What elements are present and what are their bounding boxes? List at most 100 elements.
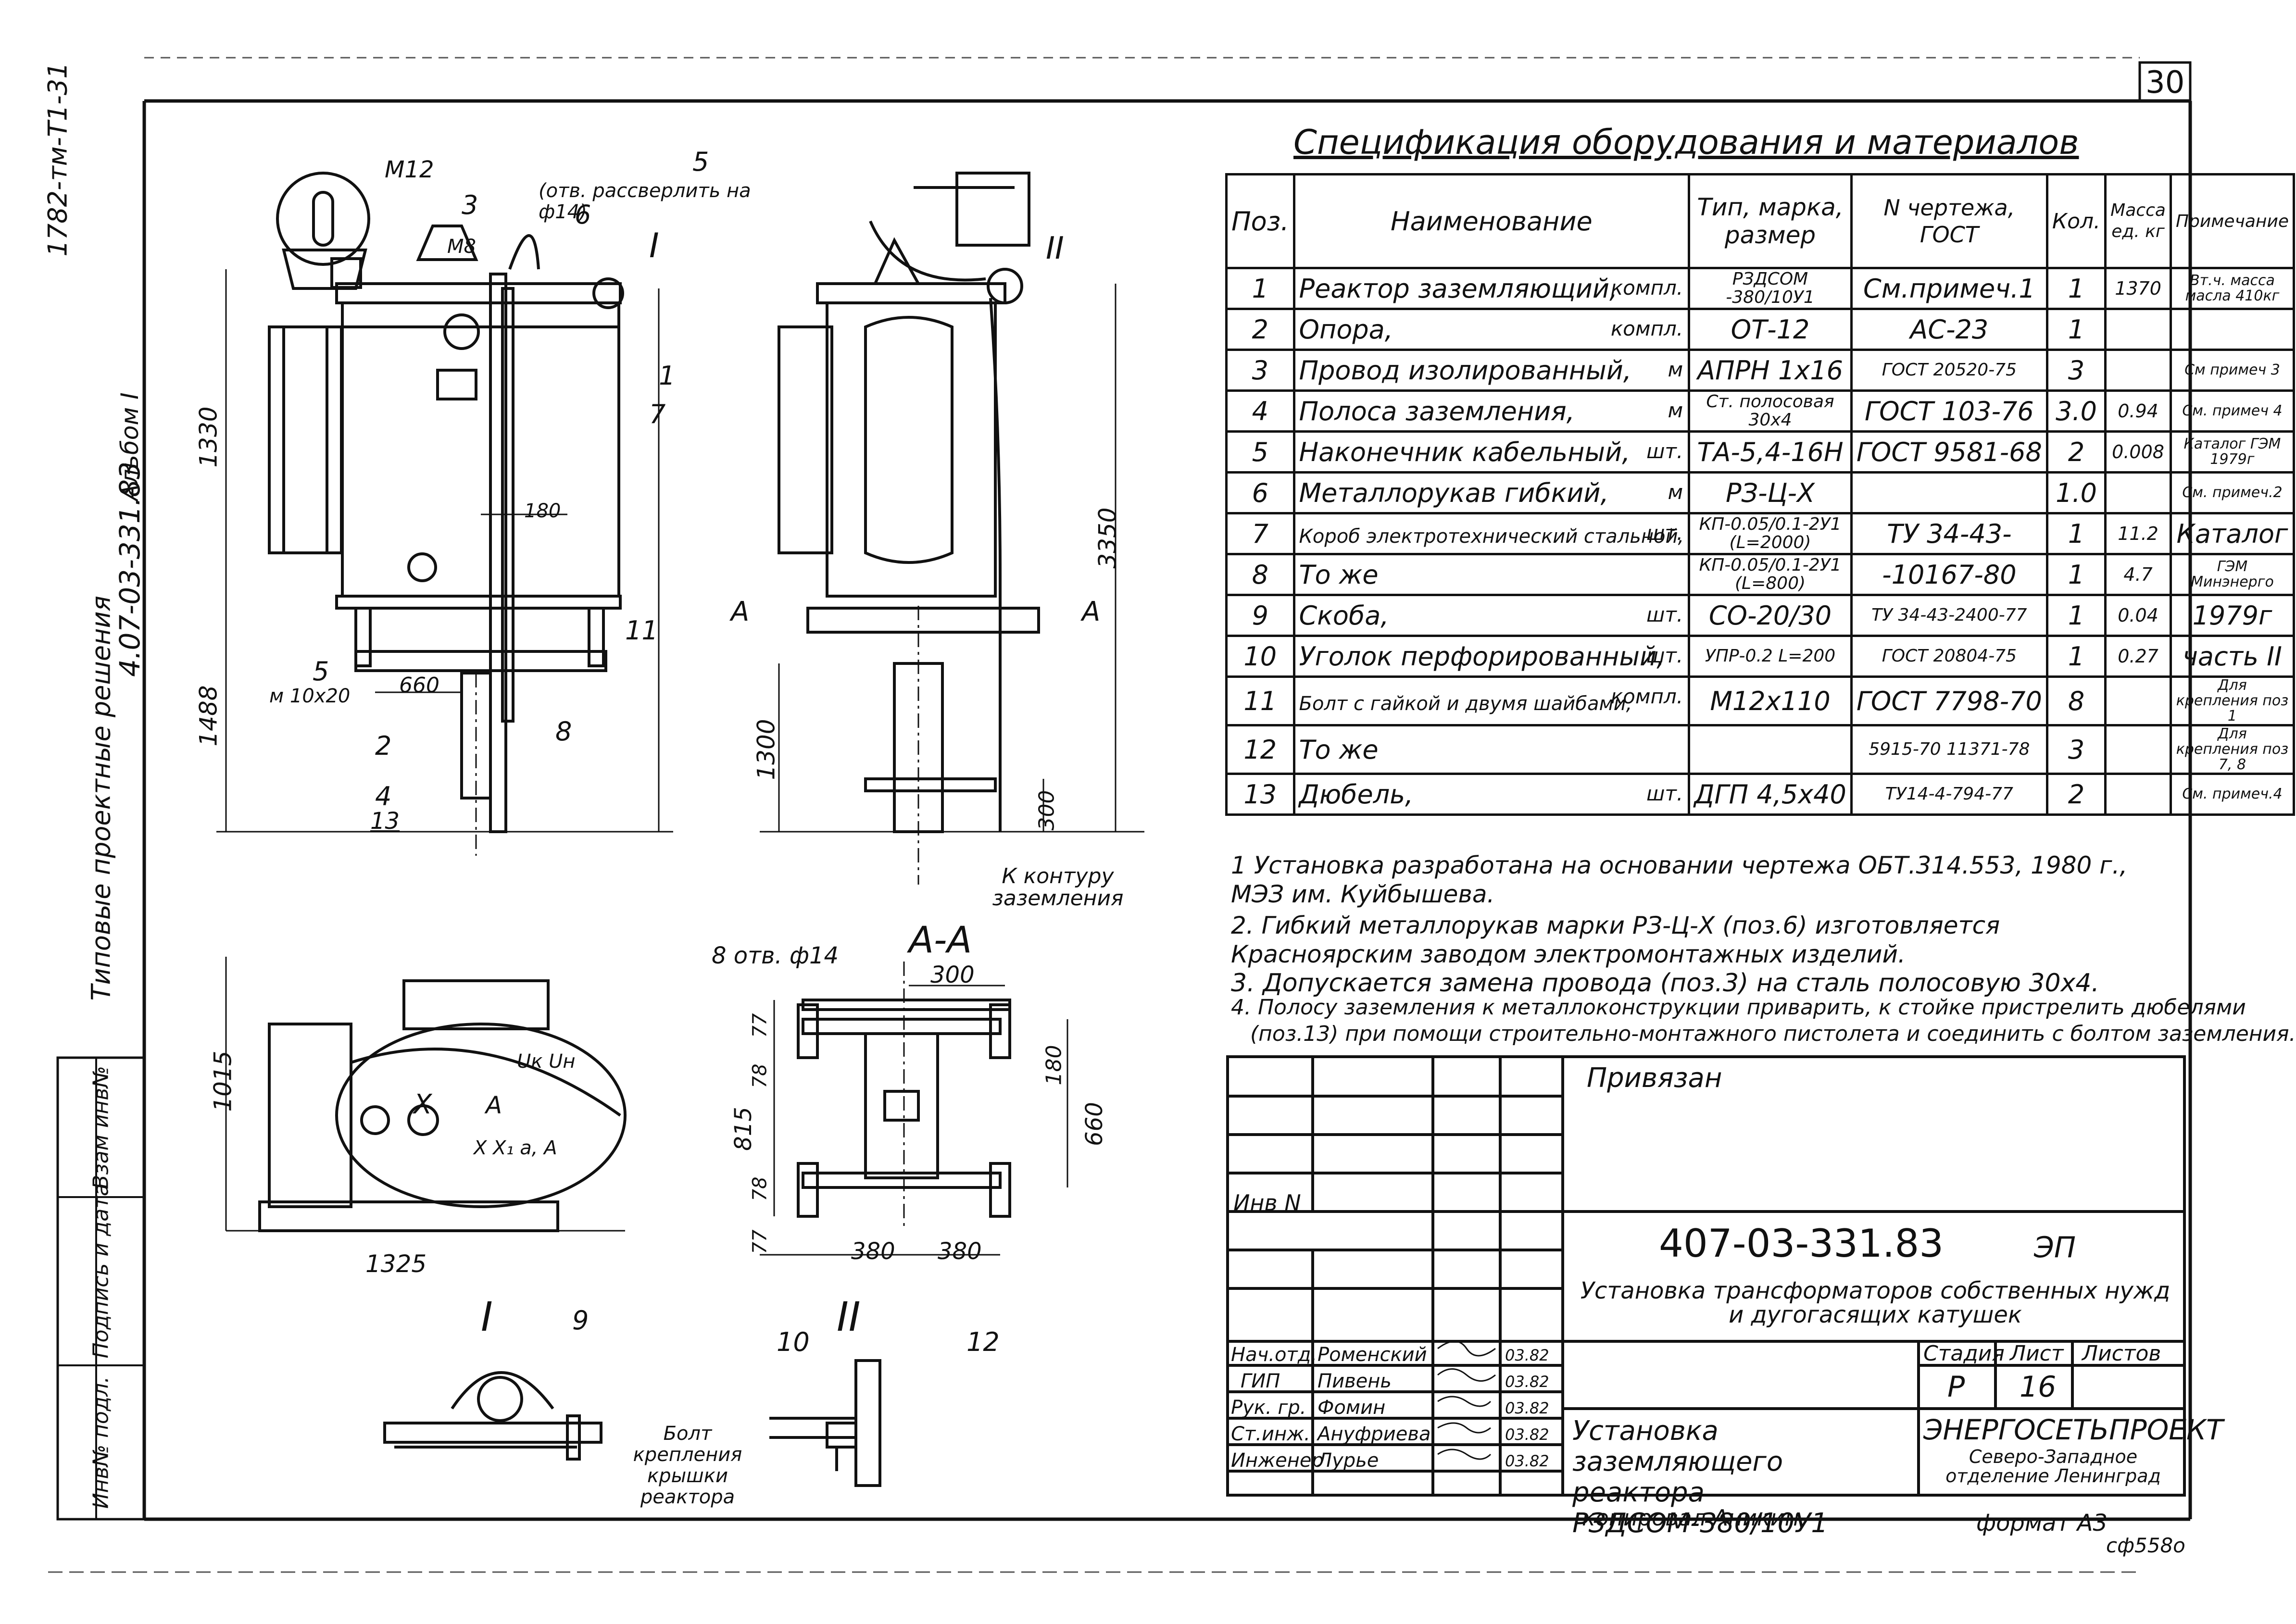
spec-cell-pos: 12 [1225, 724, 1295, 775]
spec-cell-pos: 2 [1225, 308, 1295, 351]
spec-cell-qty: 2 [2045, 430, 2107, 474]
spec-cell-mass [2104, 773, 2172, 816]
tb-staff-role-2: Рук. гр. [1231, 1397, 1306, 1419]
callout-7: 7 [649, 399, 666, 429]
spec-cell-name: Реактор заземляющий,компл. [1292, 267, 1691, 310]
spec-item-name: То же [1299, 734, 1379, 765]
tb-staff-name-3: Ануфриева [1317, 1423, 1431, 1445]
detail-II [769, 1359, 881, 1487]
dim-380b: 380 [938, 1238, 982, 1265]
tb-staff-role-4: Инженер [1231, 1449, 1324, 1472]
callout-9: 9 [572, 1305, 589, 1336]
tb-staff-date-0: 03.82 [1505, 1346, 1549, 1364]
view-label-I: I [649, 226, 659, 265]
spec-cell-name: Уголок перфорированный,шт. [1292, 635, 1691, 678]
spec-cell-qty: 1 [2045, 635, 2107, 678]
section-label: А-А [909, 918, 972, 961]
spec-cell-pos: 11 [1225, 675, 1295, 726]
tb-section: ЭП [2034, 1231, 2076, 1264]
callout-x: X [414, 1089, 432, 1120]
spec-cell-qty: 3 [2045, 349, 2107, 392]
spec-item-name: То же [1299, 559, 1379, 590]
section-aa [760, 962, 1068, 1256]
spec-cell-note: См. примеч.2 [2169, 471, 2296, 514]
spec-cell-mass: 1370 [2104, 267, 2172, 310]
tb-sheets-label: Листов [2082, 1341, 2161, 1366]
spec-cell-note: Для крепления поз 7, 8 [2169, 724, 2296, 775]
tb-privyazan: Привязан [1587, 1062, 1722, 1094]
side-view [760, 172, 1144, 885]
spec-cell-mass: 0.04 [2104, 594, 2172, 637]
callout-xa: X X₁ а, А [474, 1137, 557, 1159]
spec-title: Спецификация оборудования и материалов [1293, 123, 2079, 162]
spec-cell-type: РЗДСОМ -380/10У1 [1688, 267, 1853, 310]
spec-cell-type: СО-20/30 [1688, 594, 1853, 637]
spec-header-name: Наименование [1292, 173, 1691, 269]
spec-cell-name: Провод изолированный,м [1292, 349, 1691, 392]
spec-item-name: Металлорукав гибкий, [1299, 477, 1609, 508]
spec-cell-qty: 1 [2045, 308, 2107, 351]
tb-org-branch: Северо-Западное отделение Ленинград [1945, 1446, 2161, 1487]
technical-drawings [216, 172, 1144, 1487]
spec-item-name: Опора, [1299, 314, 1393, 345]
spec-cell-name: Опора,компл. [1292, 308, 1691, 351]
dim-380a: 380 [851, 1238, 895, 1265]
spec-item-unit: шт. [1646, 521, 1683, 545]
spec-cell-qty: 1 [2045, 553, 2107, 596]
spec-cell-name: Короб электротехнический стальной,шт. [1292, 512, 1691, 555]
spec-cell-type: КП-0.05/0.1-2У1 (L=2000) [1688, 512, 1853, 555]
spec-cell-note: Для крепления поз 1 [2169, 675, 2296, 726]
plan-view [225, 957, 627, 1232]
tb-staff-date-3: 03.82 [1505, 1425, 1549, 1444]
footer-copied: копировал Аникин [1582, 1505, 1799, 1531]
detail-I-label: I [481, 1293, 493, 1340]
tb-sheet-label: Лист [2010, 1341, 2064, 1366]
callout-m8: М8 [447, 236, 476, 258]
front-view [216, 172, 673, 856]
spec-item-name: Болт с гайкой и двумя шайбами, [1299, 692, 1632, 715]
spec-cell-name: То же [1292, 553, 1691, 596]
spec-cell-pos: 5 [1225, 430, 1295, 474]
spec-cell-type: АПРН 1х16 [1688, 349, 1853, 392]
spec-cell-name: Металлорукав гибкий,м [1292, 471, 1691, 514]
spec-cell-gost: АС-23 [1850, 308, 2048, 351]
spec-cell-gost: ГОСТ 103-76 [1850, 389, 2048, 433]
callout-bolt-note: Болт крепления крышки реактора [633, 1423, 742, 1508]
spec-cell-pos: 1 [1225, 267, 1295, 310]
spec-cell-qty: 3 [2045, 724, 2107, 775]
spec-cell-mass [2104, 724, 2172, 775]
callout-terminals: Uк Uн [517, 1050, 576, 1073]
spec-cell-type: Ст. полосовая 30х4 [1688, 389, 1853, 433]
callout-contour: К контуру заземления [992, 864, 1124, 911]
spec-cell-name: Болт с гайкой и двумя шайбами,компл. [1292, 675, 1691, 726]
spec-cell-type: ТА-5,4-16Н [1688, 430, 1853, 474]
spec-item-name: Скоба, [1299, 600, 1389, 631]
spec-cell-mass: 0.94 [2104, 389, 2172, 433]
tb-project-title: Установка трансформаторов собственных ну… [1580, 1277, 2171, 1328]
callout-2: 2 [375, 731, 392, 761]
dim-180: 180 [524, 500, 561, 522]
detail-II-label: II [837, 1293, 861, 1340]
tb-staff-name-2: Фомин [1317, 1397, 1386, 1419]
spec-cell-type: ОТ-12 [1688, 308, 1853, 351]
spec-cell-name: Наконечник кабельный,шт. [1292, 430, 1691, 474]
spec-item-unit: шт. [1646, 782, 1683, 805]
tb-staff-role-0: Нач.отд. [1231, 1344, 1317, 1366]
spec-cell-gost: ТУ 34-43-2400-77 [1850, 594, 2048, 637]
spec-cell-gost: ГОСТ 9581-68 [1850, 430, 2048, 474]
spec-cell-type: УПР-0.2 L=200 [1688, 635, 1853, 678]
spec-item-unit: м [1668, 399, 1683, 422]
callout-1: 1 [659, 361, 676, 391]
spec-item-unit: шт. [1646, 603, 1683, 626]
spec-cell-type: КП-0.05/0.1-2У1 (L=800) [1688, 553, 1853, 596]
spec-cell-note: Каталог ГЭМ 1979г [2169, 430, 2296, 474]
callout-holes: 8 отв. ф14 [712, 942, 839, 969]
view-label-II: II [1046, 231, 1064, 266]
spec-cell-qty: 1 [2045, 512, 2107, 555]
